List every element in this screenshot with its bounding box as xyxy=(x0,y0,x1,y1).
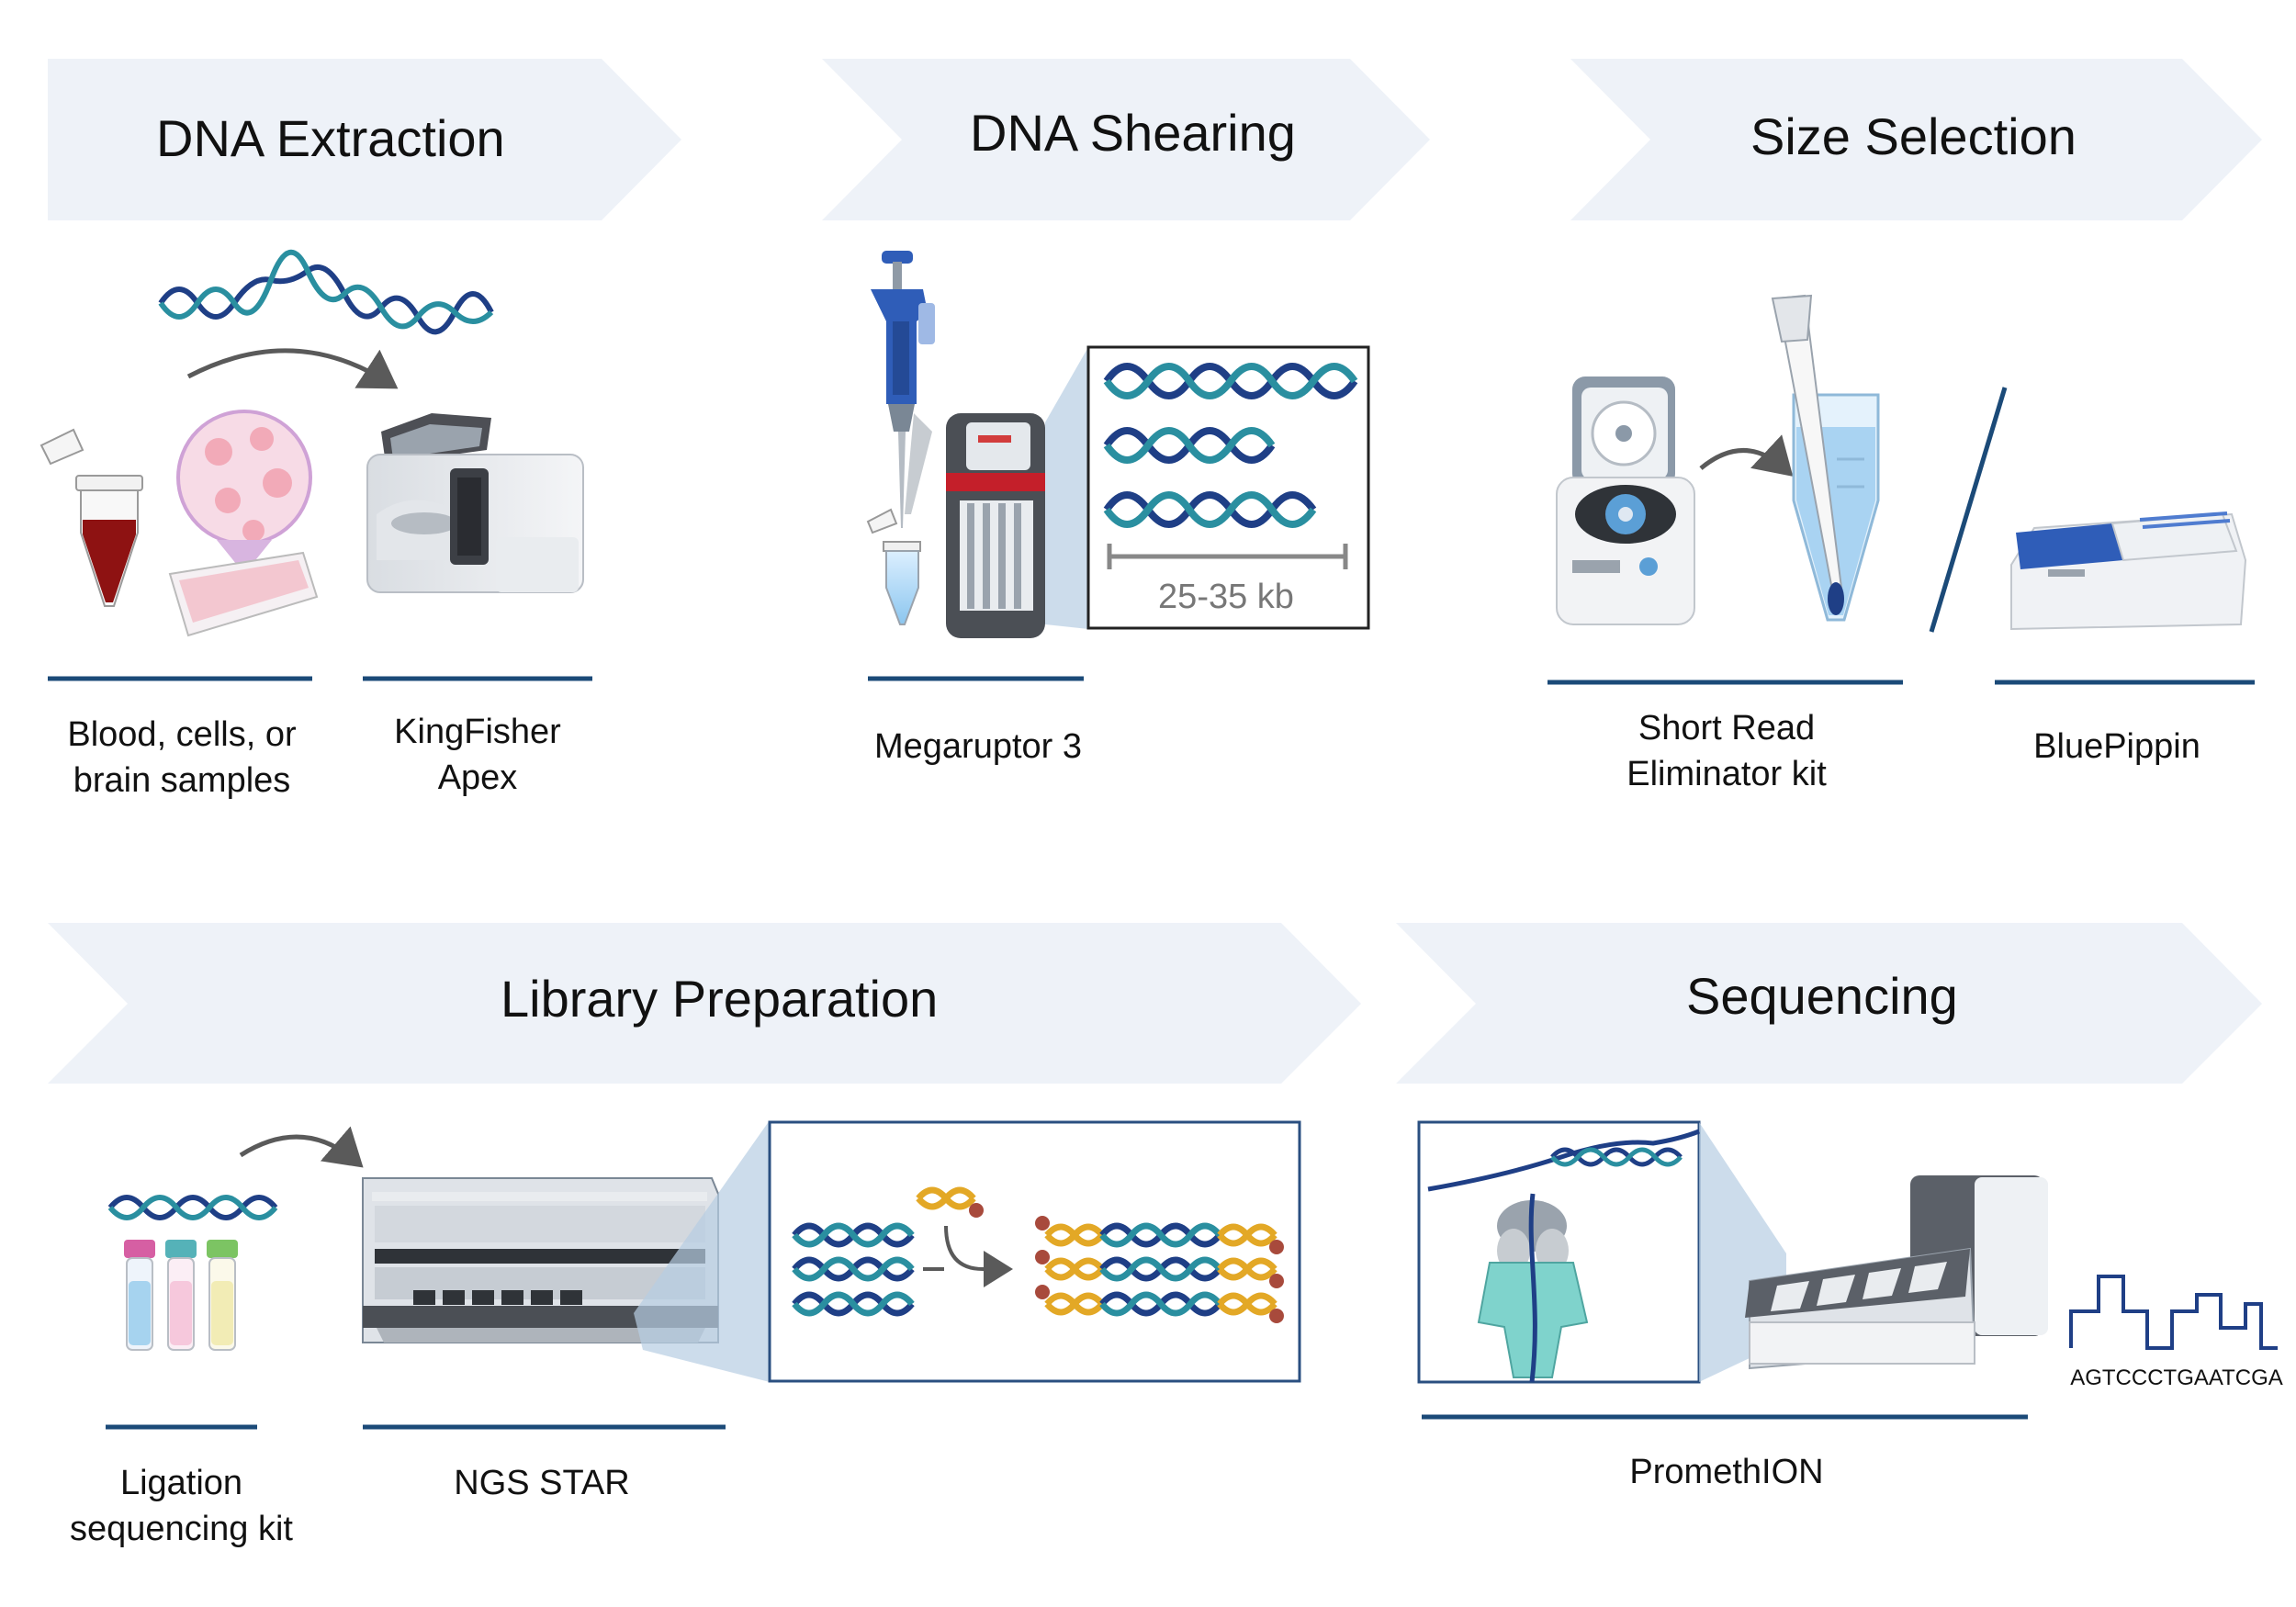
dna-helix-extraction xyxy=(158,250,494,335)
zoom-cone-library xyxy=(634,1120,770,1382)
banner-dna-shearing xyxy=(822,59,1430,220)
size-scale-bar xyxy=(1107,544,1348,569)
pipette-icon xyxy=(866,251,935,625)
centrifuge-icon xyxy=(1556,376,1695,625)
label-kingfisher-apex: KingFisher Apex xyxy=(394,713,561,797)
or-divider xyxy=(1929,387,2008,633)
bluepippin-icon xyxy=(2010,511,2247,631)
banner-size-selection xyxy=(1570,59,2262,220)
tube-with-tip-icon xyxy=(1771,294,1880,622)
stage-title-sequencing: Sequencing xyxy=(1686,967,1958,1025)
adapted-library-strands xyxy=(1044,1222,1277,1317)
label-short-read-eliminator: Short Read Eliminator kit xyxy=(1626,709,1827,793)
adapter-icon xyxy=(916,1186,984,1218)
zoom-cone-shearing xyxy=(1045,347,1088,629)
banner-library-preparation xyxy=(48,923,1361,1084)
fragment-helices xyxy=(1103,363,1358,528)
label-blood-cells-brain: Blood, cells, or brain samples xyxy=(67,715,297,800)
ligation-reaction-arrow xyxy=(944,1225,1013,1287)
stage-title-size-selection: Size Selection xyxy=(1750,107,2077,165)
promethion-icon xyxy=(1745,1175,2048,1370)
label-ligation-kit: Ligation sequencing kit xyxy=(70,1464,293,1548)
blood-tube-icon xyxy=(39,428,143,607)
banner-sequencing xyxy=(1396,923,2262,1084)
cells-magnifier-icon xyxy=(168,410,319,637)
stage-title-dna-shearing: DNA Shearing xyxy=(970,104,1296,162)
process-arrow-extraction xyxy=(186,348,399,389)
label-ngs-star: NGS STAR xyxy=(454,1464,630,1502)
signal-trace xyxy=(2069,1275,2278,1350)
label-promethion: PromethION xyxy=(1629,1453,1824,1491)
megaruptor-icon xyxy=(946,413,1045,638)
process-arrow-library xyxy=(239,1126,364,1168)
banner-dna-extraction xyxy=(48,59,681,220)
kingfisher-apex-icon xyxy=(366,413,584,593)
ligation-kit-tubes-icon xyxy=(124,1240,238,1351)
dna-helix-library xyxy=(107,1195,278,1220)
stage-title-dna-extraction: DNA Extraction xyxy=(156,109,505,167)
ngs-star-icon xyxy=(362,1177,719,1343)
label-rules xyxy=(48,676,2255,1430)
adapter-beads xyxy=(1035,1216,1284,1323)
fragment-size-label: 25-35 kb xyxy=(1158,578,1294,616)
process-arrow-size-selection xyxy=(1699,434,1794,477)
label-megaruptor: Megaruptor 3 xyxy=(873,727,1082,766)
label-bluepippin: BluePippin xyxy=(2033,727,2200,766)
read-sequence-label: AGTCCCTGAATCGA xyxy=(2070,1365,2283,1390)
stage-banners xyxy=(48,59,2262,1084)
ligation-inset xyxy=(768,1120,1301,1383)
inset-dna-inputs xyxy=(792,1222,915,1317)
nanopore-icon xyxy=(1427,1129,1700,1383)
stage-title-library-preparation: Library Preparation xyxy=(501,970,939,1028)
